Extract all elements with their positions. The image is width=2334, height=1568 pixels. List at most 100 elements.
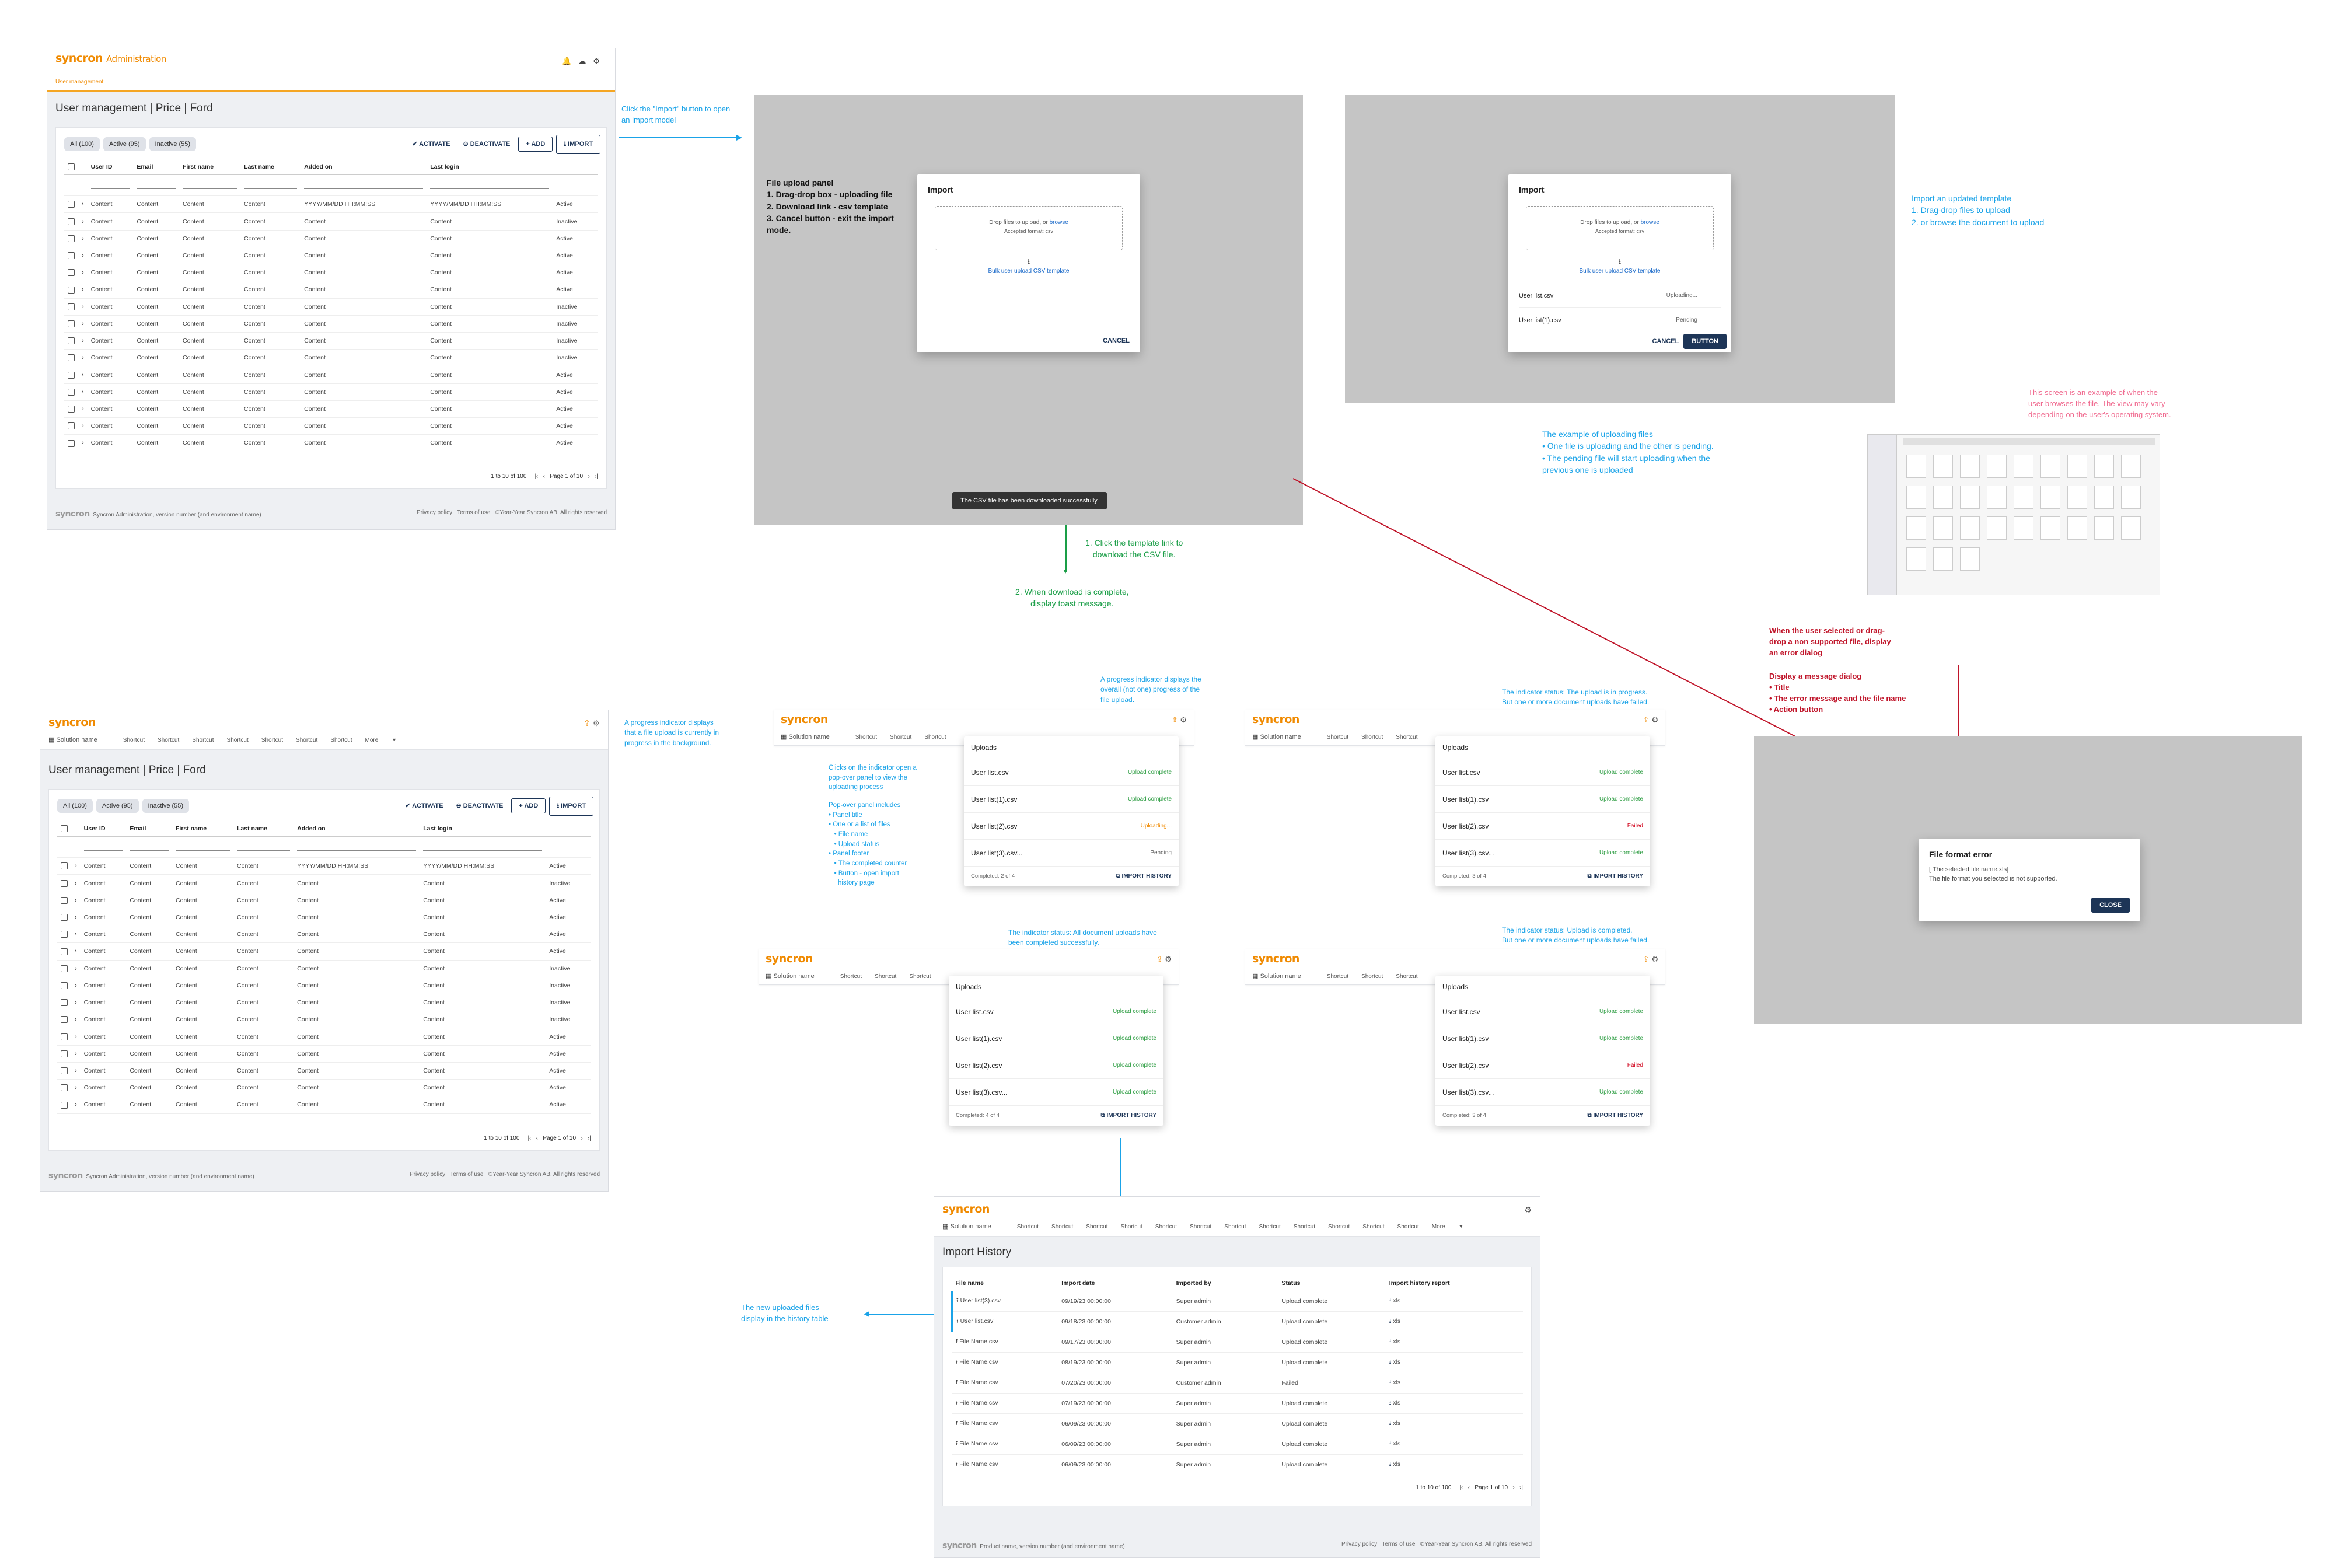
expand-chevron-icon[interactable]: › [82,218,84,225]
file-thumbnail[interactable] [2094,516,2114,540]
expand-chevron-icon[interactable]: › [82,371,84,379]
expand-chevron-icon[interactable]: › [82,303,84,310]
next-page-icon[interactable]: › [581,1135,583,1141]
import-history-button[interactable]: ⧉ IMPORT HISTORY [1100,1112,1156,1119]
activate-button[interactable]: ✔ ACTIVATE [405,802,443,809]
settings-icon[interactable]: ⚙ [1524,1205,1532,1214]
more-menu[interactable]: More ▾ [1431,1224,1463,1230]
download-icon[interactable]: ⭳ [1389,1399,1392,1406]
row-checkbox[interactable] [61,948,68,955]
file-thumbnail[interactable] [2121,516,2141,540]
file-thumbnail[interactable] [1960,455,1980,478]
file-thumbnail[interactable] [2067,486,2087,509]
shortcut-link[interactable]: Shortcut [1397,1224,1419,1230]
expand-chevron-icon[interactable]: › [75,879,77,887]
next-page-icon[interactable]: › [1512,1485,1515,1491]
filter-active[interactable]: Active (95) [103,137,146,151]
shortcut-link[interactable]: Shortcut [855,734,878,741]
filter-input[interactable] [83,841,123,851]
select-all-checkbox[interactable] [61,825,68,833]
filter-input[interactable] [430,180,550,190]
shortcut-link[interactable]: Shortcut [1326,973,1349,980]
filter-input[interactable] [90,180,130,190]
file-name-cell[interactable]: ⭱ File Name.csv [952,1454,1058,1475]
expand-chevron-icon[interactable]: › [75,1101,77,1109]
shortcut-link[interactable]: Shortcut [123,737,145,743]
cancel-button[interactable]: CANCEL [1103,337,1130,344]
deactivate-button[interactable]: ⊖ DEACTIVATE [463,141,511,148]
filter-inactive[interactable]: Inactive (55) [149,137,197,151]
row-checkbox[interactable] [61,1016,68,1024]
solution-name[interactable]: ▦ Solution name [1252,973,1301,980]
expand-chevron-icon[interactable]: › [75,965,77,972]
row-checkbox[interactable] [68,388,75,396]
shortcut-link[interactable]: Shortcut [1361,734,1383,741]
file-thumbnail[interactable] [2040,455,2060,478]
terms-link[interactable]: Terms of use [1382,1541,1416,1548]
col-added-on[interactable]: Added on [294,821,420,837]
prev-page-icon[interactable]: ‹ [543,473,545,480]
solution-name[interactable]: ▦ Solution name [942,1223,991,1230]
activate-button[interactable]: ✔ ACTIVATE [412,141,450,148]
file-thumbnail[interactable] [2040,486,2060,509]
download-icon[interactable]: ⭳ [1389,1440,1392,1447]
expand-chevron-icon[interactable]: › [82,286,84,294]
file-thumbnail[interactable] [1960,486,1980,509]
shortcut-link[interactable]: Shortcut [1362,1224,1385,1230]
file-name-cell[interactable]: ⭱ File Name.csv [952,1373,1058,1394]
file-name-cell[interactable]: ⭱ File Name.csv [952,1434,1058,1455]
expand-chevron-icon[interactable]: › [82,422,84,430]
expand-chevron-icon[interactable]: › [75,1050,77,1057]
col-added-on[interactable]: Added on [301,159,427,176]
row-checkbox[interactable] [61,965,68,972]
file-thumbnail[interactable] [1906,516,1926,540]
upload-indicator-icon[interactable]: ⇪ ⚙ [1156,955,1172,963]
row-checkbox[interactable] [68,252,75,260]
browse-link[interactable]: browse [1049,219,1068,226]
col-email[interactable]: Email [133,159,180,176]
file-name-cell[interactable]: ⭱ File Name.csv [952,1352,1058,1373]
file-thumbnail[interactable] [1906,486,1926,509]
row-checkbox[interactable] [61,1050,68,1057]
file-thumbnail[interactable] [1933,486,1953,509]
file-thumbnail[interactable] [1906,547,1926,571]
deactivate-button[interactable]: ⊖ DEACTIVATE [456,802,504,809]
report-cell[interactable]: ⭳ xls [1385,1332,1523,1353]
solution-name[interactable]: ▦ Solution name [766,973,815,980]
expand-chevron-icon[interactable]: › [75,1084,77,1092]
file-name-cell[interactable]: ⭱ User list(3).csv [952,1291,1058,1312]
row-checkbox[interactable] [61,879,68,887]
report-cell[interactable]: ⭳ xls [1385,1413,1523,1434]
browse-link[interactable]: browse [1640,219,1659,226]
shortcut-link[interactable]: Shortcut [1396,734,1418,741]
row-checkbox[interactable] [61,896,68,904]
download-icon[interactable]: ⭳ [1389,1461,1392,1468]
shortcut-link[interactable]: Shortcut [909,973,931,980]
row-checkbox[interactable] [68,354,75,362]
shortcut-link[interactable]: Shortcut [1361,973,1383,980]
shortcut-link[interactable]: Shortcut [1326,734,1349,741]
file-name-cell[interactable]: ⭱ User list.csv [952,1311,1058,1332]
shortcut-link[interactable]: Shortcut [1120,1224,1142,1230]
row-checkbox[interactable] [61,1067,68,1075]
terms-link[interactable]: Terms of use [457,509,491,516]
file-thumbnail[interactable] [1960,516,1980,540]
import-button[interactable]: ⭳ IMPORT [549,797,593,816]
row-checkbox[interactable] [68,286,75,294]
shortcut-link[interactable]: Shortcut [226,737,249,743]
row-checkbox[interactable] [68,406,75,413]
file-thumbnail[interactable] [1987,516,2007,540]
file-thumbnail[interactable] [2067,516,2087,540]
